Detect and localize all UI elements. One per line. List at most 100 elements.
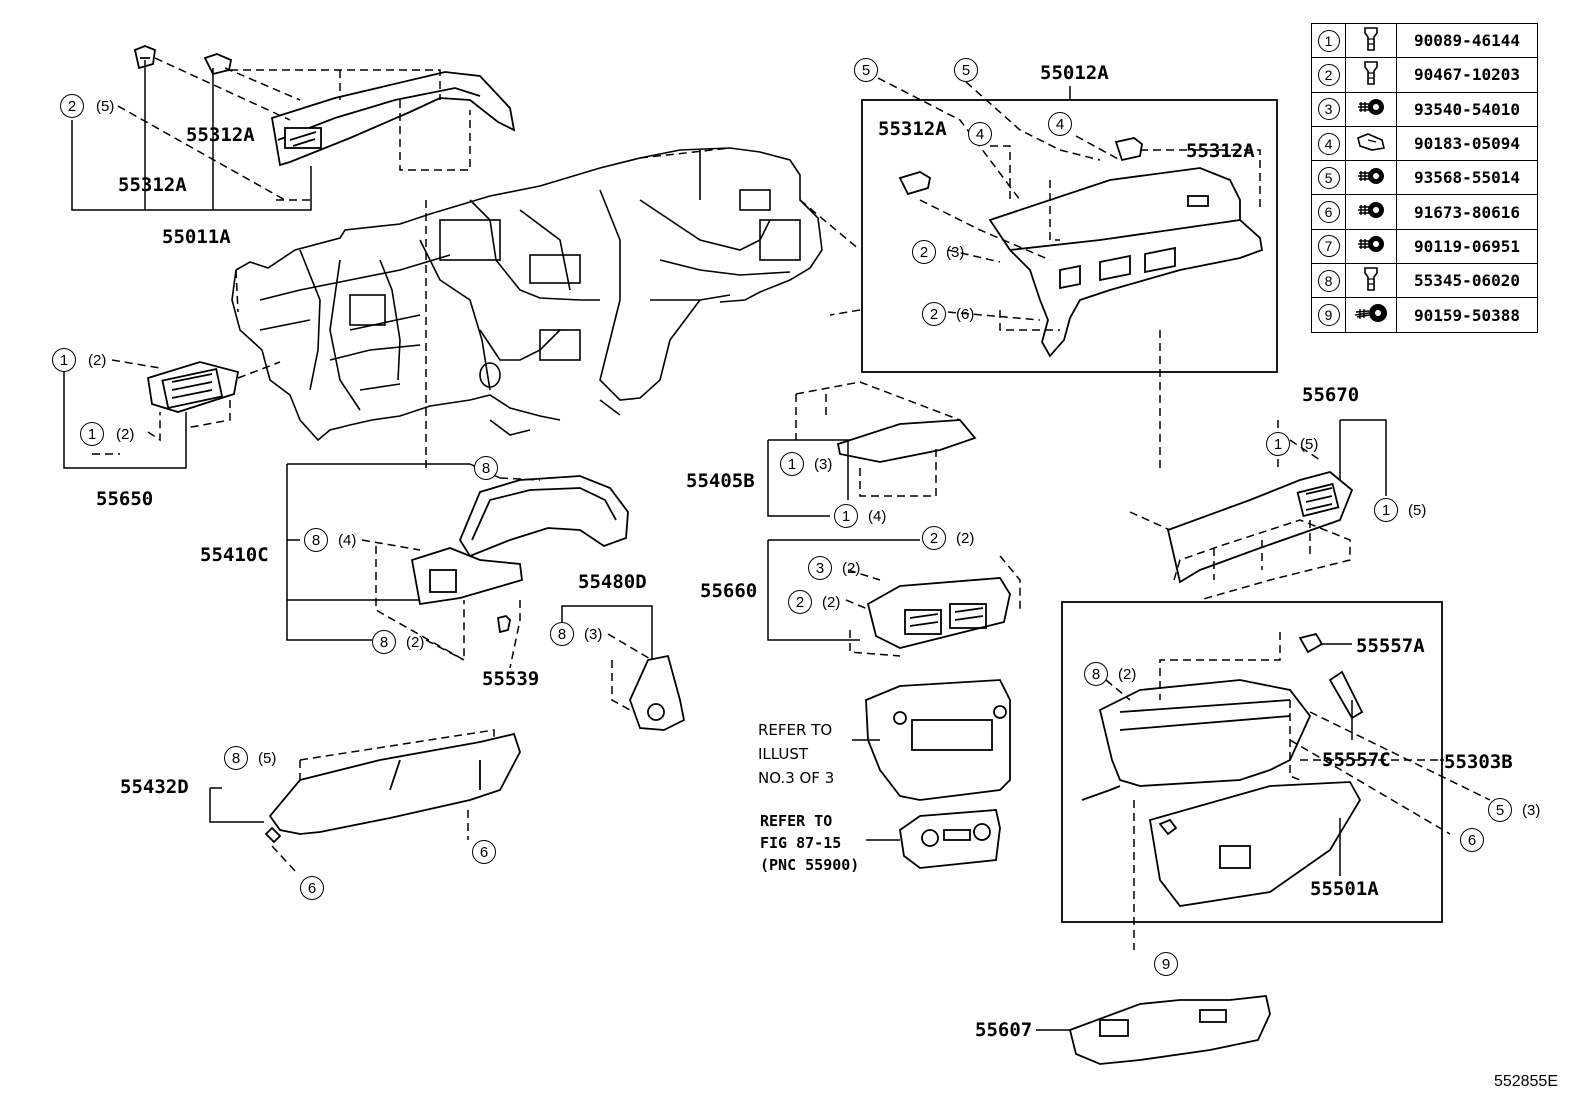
legend-row: 1 90089-46144 xyxy=(1311,22,1538,59)
legend-number: 5 xyxy=(1317,166,1340,189)
passenger-panel xyxy=(988,167,1264,358)
legend-number: 2 xyxy=(1317,63,1340,86)
side-vent xyxy=(146,361,240,413)
part-label-55312A-c: 55312A xyxy=(878,118,947,140)
callout-qty: (3) xyxy=(946,244,965,261)
callout-circle: 1 xyxy=(1374,498,1398,522)
legend-number: 7 xyxy=(1317,235,1340,258)
callout-qty: (3) xyxy=(584,626,603,643)
callout-qty: (2) xyxy=(1118,666,1137,683)
legend-number: 9 xyxy=(1317,304,1340,327)
callout-circle: 3 xyxy=(808,556,832,580)
callout-qty: (3) xyxy=(814,456,833,473)
part-label-55660: 55660 xyxy=(700,580,758,602)
callout-qty: (5) xyxy=(96,98,115,115)
callout-circle: 2 xyxy=(922,302,946,326)
nut-clip-icon xyxy=(1345,125,1397,162)
legend-part-number: 91673-80616 xyxy=(1396,194,1538,230)
center-register xyxy=(866,577,1011,649)
part-label-55312A-a: 55312A xyxy=(118,174,187,196)
upper-dash-panel xyxy=(270,71,516,167)
part-label-55011A: 55011A xyxy=(162,226,231,248)
legend-part-number: 90089-46144 xyxy=(1396,22,1538,59)
callout-circle: 8 xyxy=(474,456,498,480)
legend-part-number: 90467-10203 xyxy=(1396,57,1538,93)
callout-circle: 2 xyxy=(912,240,936,264)
part-label-55312A-d: 55312A xyxy=(1186,140,1255,162)
callout-qty: (5) xyxy=(1300,436,1319,453)
legend-number: 3 xyxy=(1317,98,1340,121)
bottom-tray xyxy=(1068,995,1271,1065)
right-lower-panel xyxy=(1166,471,1354,584)
callout-circle: 1 xyxy=(1266,432,1290,456)
callout-qty: (2) xyxy=(88,352,107,369)
screw-icon xyxy=(1345,160,1397,196)
callout-qty: (3) xyxy=(1522,802,1541,819)
callout-circle: 2 xyxy=(788,590,812,614)
part-label-55557A: 55557A xyxy=(1356,635,1425,657)
callout-circle: 6 xyxy=(1460,828,1484,852)
cluster-bezel xyxy=(410,475,629,634)
legend-row: 9 90159-50388 xyxy=(1311,297,1538,333)
part-label-55012A: 55012A xyxy=(1040,62,1109,84)
legend-part-number: 90183-05094 xyxy=(1396,125,1538,162)
legend-row: 4 90183-05094 xyxy=(1311,125,1538,162)
clip-icon xyxy=(1345,57,1397,93)
callout-circle: 9 xyxy=(1154,952,1178,976)
legend-row: 3 93540-54010 xyxy=(1311,91,1538,127)
clip-icon xyxy=(1345,263,1397,299)
legend-part-number: 90159-50388 xyxy=(1396,297,1538,333)
callout-circle: 6 xyxy=(300,876,324,900)
tapping-screw-icon xyxy=(1345,297,1397,333)
callout-circle: 4 xyxy=(968,122,992,146)
callout-qty: (2) xyxy=(406,634,425,651)
callout-qty: (2) xyxy=(842,560,861,577)
legend-part-number: 90119-06951 xyxy=(1396,228,1538,265)
screw-icon xyxy=(1345,91,1397,127)
legend-part-number: 93568-55014 xyxy=(1396,160,1538,196)
console-bracket xyxy=(629,654,686,731)
clip-icon xyxy=(1345,22,1397,59)
callout-qty: (5) xyxy=(1408,502,1427,519)
part-label-55405B: 55405B xyxy=(686,470,755,492)
part-label-55432D: 55432D xyxy=(120,776,189,798)
glove-box-door xyxy=(1081,679,1362,907)
part-label-55312A-b: 55312A xyxy=(186,124,255,146)
callout-circle: 2 xyxy=(922,526,946,550)
audio-unit xyxy=(865,679,1011,801)
callout-qty: (4) xyxy=(338,532,357,549)
callout-circle: 1 xyxy=(834,504,858,528)
callout-circle: 5 xyxy=(854,58,878,82)
part-label-55539: 55539 xyxy=(482,668,540,690)
legend-number: 1 xyxy=(1317,29,1340,52)
callout-circle: 1 xyxy=(52,348,76,372)
dash-frame xyxy=(231,147,823,442)
part-label-55480D: 55480D xyxy=(578,571,647,593)
screw-icon xyxy=(1345,194,1397,230)
callout-qty: (2) xyxy=(116,426,135,443)
hardware-legend-table: 1 90089-46144 2 90467-10203 3 93540-54010 4 901… xyxy=(1311,22,1538,333)
legend-part-number: 55345-06020 xyxy=(1396,263,1538,299)
callout-circle: 8 xyxy=(550,622,574,646)
callout-circle: 8 xyxy=(1084,662,1108,686)
callout-circle: 2 xyxy=(60,94,84,118)
legend-row: 2 90467-10203 xyxy=(1311,57,1538,93)
note-refer-fig: REFER TO FIG 87-15 (PNC 55900) xyxy=(760,812,860,874)
part-label-55501A: 55501A xyxy=(1310,878,1379,900)
callout-qty: (2) xyxy=(822,594,841,611)
callout-qty: (6) xyxy=(956,306,975,323)
part-label-55303B: 55303B xyxy=(1444,751,1513,773)
lower-panel xyxy=(264,732,521,844)
callout-circle: 4 xyxy=(1048,112,1072,136)
callout-qty: (5) xyxy=(258,750,277,767)
callout-circle: 1 xyxy=(80,422,104,446)
legend-part-number: 93540-54010 xyxy=(1396,91,1538,127)
screw-icon xyxy=(1345,228,1397,265)
legend-number: 4 xyxy=(1317,132,1340,155)
callout-circle: 8 xyxy=(224,746,248,770)
climate-panel xyxy=(899,809,1001,869)
part-label-55557C: 55557C xyxy=(1322,749,1391,771)
clip-parts-top xyxy=(133,45,233,76)
